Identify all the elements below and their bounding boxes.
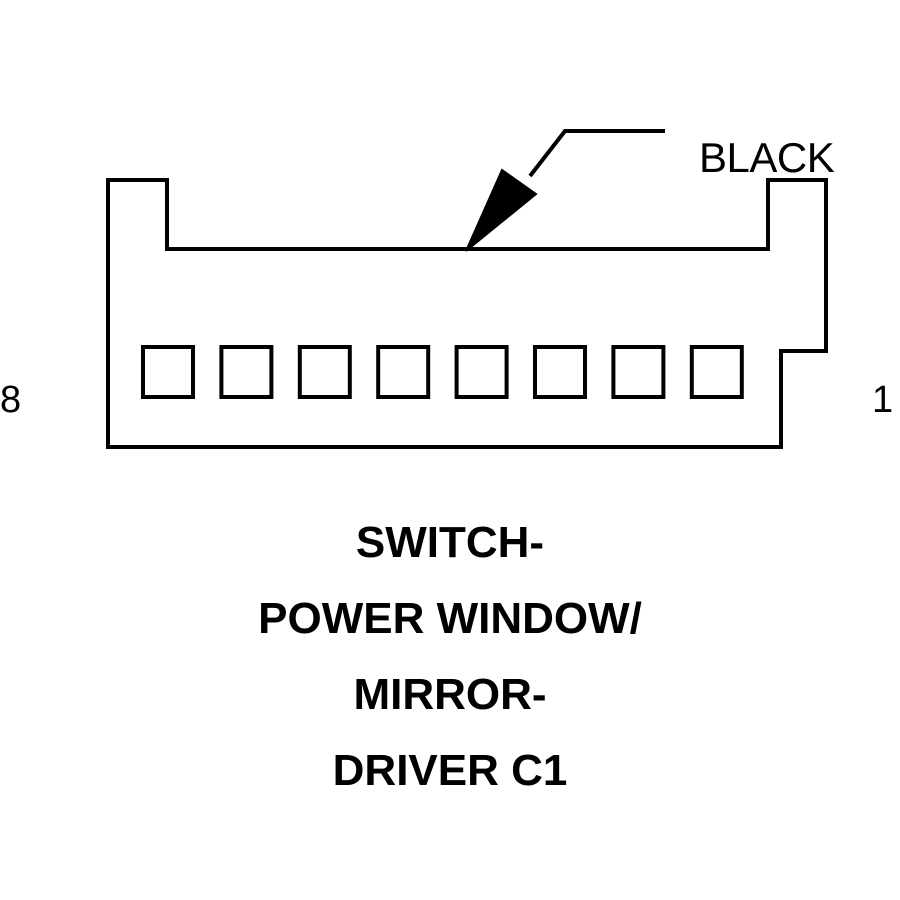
pin-cavities <box>141 345 744 399</box>
pin-cavity <box>533 345 587 399</box>
pin-cavity <box>376 345 431 399</box>
title-line-2: POWER WINDOW/ <box>258 594 642 643</box>
pin-number-label-right: 1 <box>872 379 894 421</box>
pin-cavity <box>297 345 352 399</box>
pin-number-label-left: 8 <box>0 379 22 421</box>
connector-housing <box>106 178 828 449</box>
title-line-1: SWITCH- <box>355 518 545 567</box>
title-line-4: DRIVER C1 <box>332 746 568 795</box>
pin-cavity <box>219 345 274 399</box>
pin-cavity <box>141 345 195 399</box>
color-pointer-leader <box>528 129 665 178</box>
pin-cavity <box>611 345 666 399</box>
pin-cavity <box>454 345 509 399</box>
title-line-3: MIRROR- <box>353 670 547 719</box>
color-pointer-arrowhead <box>465 168 538 252</box>
pin-cavity <box>689 345 744 399</box>
connector-color-label: BLACK <box>699 134 835 181</box>
connector-title: SWITCH- POWER WINDOW/ MIRROR- DRIVER C1 <box>0 515 900 819</box>
